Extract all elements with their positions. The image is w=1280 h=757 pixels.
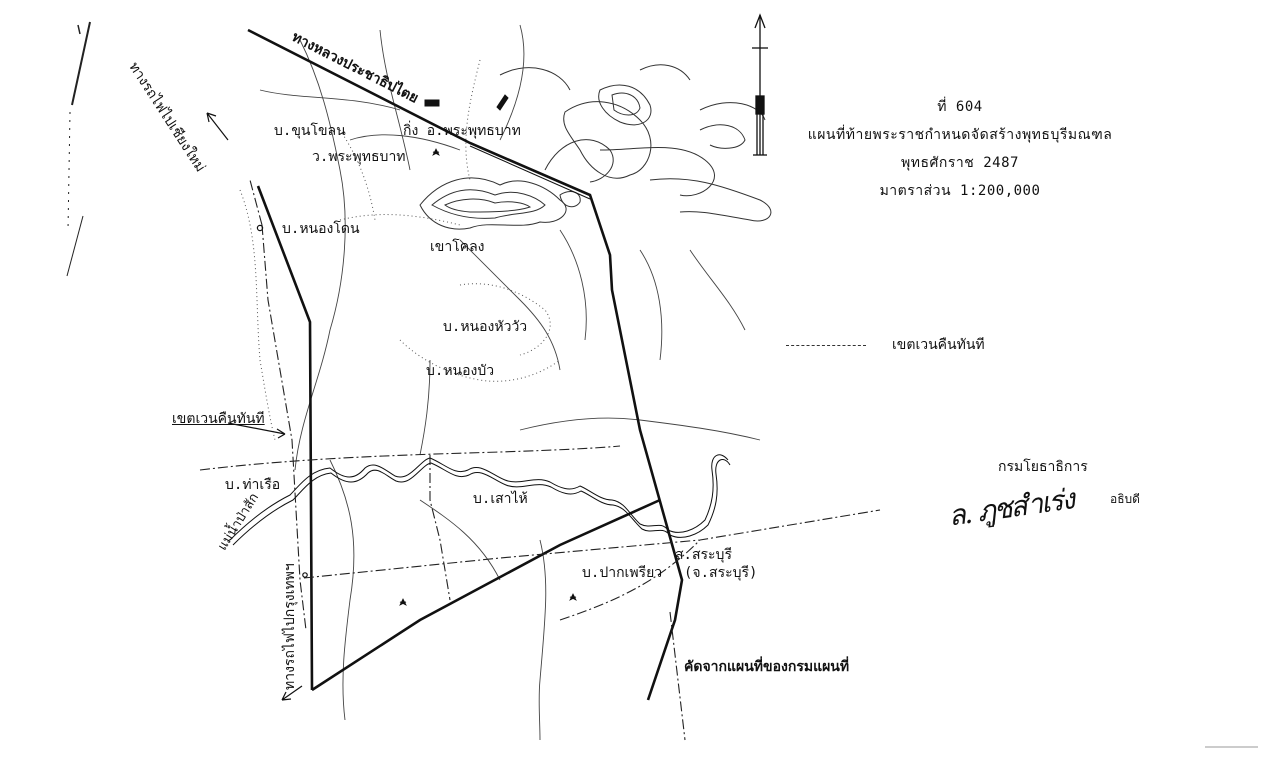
ban-nong-bua-label: บ.หนองบัว [426, 363, 495, 379]
boundary-callout-label: เขตเวนคืนทันที [172, 411, 265, 427]
signature-role: อธิบดี [1110, 492, 1140, 506]
saraburi-province-label: (จ.สระบุรี) [684, 565, 758, 581]
pa-sak-river [229, 454, 731, 546]
expropriation-boundary [199, 179, 881, 741]
legend: เขตเวนคืนทันที [786, 334, 985, 356]
ban-tha-ruea-label: บ.ท่าเรือ [225, 477, 281, 493]
highway-line [247, 28, 684, 701]
khao-khlong-label: เขาโคลง [430, 239, 485, 255]
saraburi-station-label: ส.สระบุรี [675, 547, 732, 563]
ban-nong-khon-label: บ.หนองโดน [282, 221, 360, 237]
source-note: คัดจากแผนที่ของกรมแผนที่ [684, 659, 850, 675]
rail-south-label: ทางรถไฟไปกรุงเทพฯ [282, 563, 298, 690]
department-name: กรมโยธาธิการ [998, 459, 1088, 475]
ban-khun-khon-label: บ.ขุนโขลน [274, 123, 346, 139]
scan-edge-marks [66, 21, 91, 277]
ban-pak-phriao-label: บ.ปากเพรียว [582, 565, 663, 581]
railway-line [256, 185, 661, 692]
settlement-markers [256, 94, 577, 606]
ban-sao-hai-label: บ.เสาไห้ [473, 491, 528, 507]
boundary-legend-symbol [786, 344, 866, 346]
king-amphoe-label: กิ่ง อ.พระพุทธบาท [403, 123, 521, 139]
map-title: แผนที่ท้ายพระราชกำหนดจัดสร้างพุทธบุรีมณฑ… [807, 127, 1113, 143]
map-number: ที่ 604 [937, 99, 983, 115]
ban-nong-hua-wua-label: บ.หนองหัววัว [443, 319, 528, 335]
map-scale: มาตราส่วน 1:200,000 [879, 183, 1041, 199]
terrain-contours [419, 64, 772, 230]
boundary-legend-label: เขตเวนคืนทันที [892, 337, 985, 353]
wat-phra-phutthabat-label: ว.พระพุทธบาท [312, 149, 406, 165]
streams [259, 24, 761, 741]
title-block: ที่ 604 แผนที่ท้ายพระราชกำหนดจัดสร้างพุท… [790, 100, 1130, 212]
north-arrow-icon [752, 13, 768, 156]
map-year: พุทธศักราช 2487 [901, 155, 1019, 171]
rail-arrows [206, 112, 303, 701]
dotted-trails [239, 59, 561, 441]
